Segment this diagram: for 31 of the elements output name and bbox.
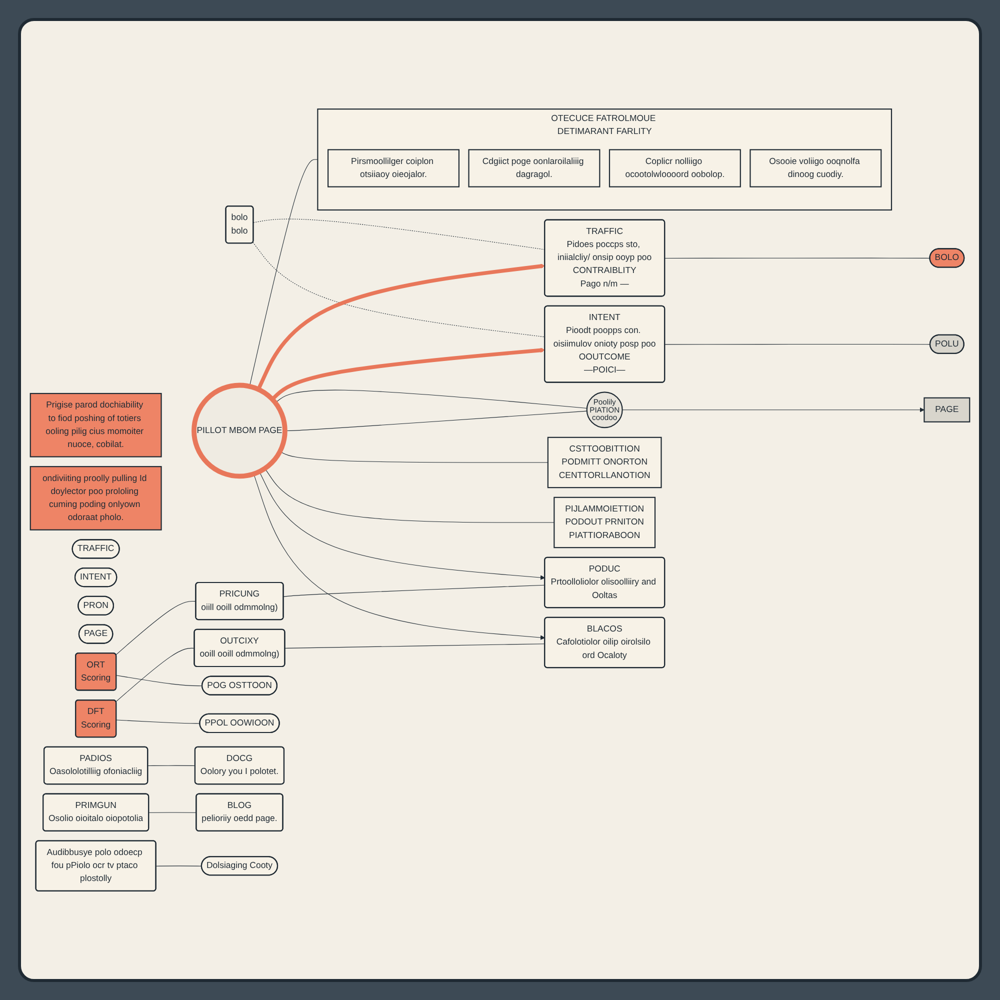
connector xyxy=(664,344,931,345)
arrow xyxy=(271,348,546,401)
connector xyxy=(116,675,203,686)
node-box: PIJLAMMOIETTION PODOUT PRNITON PIATTIORABOON xyxy=(554,496,656,548)
connector xyxy=(116,720,200,724)
node-box: Prigise parod dochiability to fiod poshing of totiers ooling pilig cius momoiter nuoce, cobilat. xyxy=(30,392,162,458)
node-box: Pirsmoollilger coiplon otsiiaoy oieojalor. xyxy=(328,149,460,188)
arrow xyxy=(256,264,546,390)
node-box: Coplicr nolliigo ocootolwloooord oobolop. xyxy=(608,149,741,188)
connector xyxy=(283,584,546,597)
node-circle: PILLOT MBOM PAGE xyxy=(192,382,288,479)
connector xyxy=(252,242,546,338)
connector xyxy=(116,648,195,702)
connector xyxy=(264,468,554,523)
connector xyxy=(148,765,196,766)
connector xyxy=(664,258,930,259)
node-box: CSTTOOBITTION PODMITT ONORTON CENTTORLLANOTION xyxy=(547,436,662,488)
node-box: ondiviiting proolly pulling Id doylector poo prololing cuming poding onlyown odoraat pholo. xyxy=(30,466,162,530)
connector xyxy=(250,159,318,386)
connector xyxy=(284,644,546,648)
connector xyxy=(280,451,548,463)
node-box: Cdgiict poge oonlaroilaliiig dagragol. xyxy=(468,149,600,188)
arrow xyxy=(259,471,546,580)
node-box: Osooie voliigo ooqnolfa dinoog cuodiy. xyxy=(750,149,882,188)
connector xyxy=(116,600,196,656)
connector xyxy=(148,812,197,813)
connector xyxy=(275,390,588,409)
arrow xyxy=(253,474,546,640)
connector xyxy=(253,218,546,250)
node-box: PAGE xyxy=(924,397,970,422)
arrow xyxy=(622,407,924,412)
